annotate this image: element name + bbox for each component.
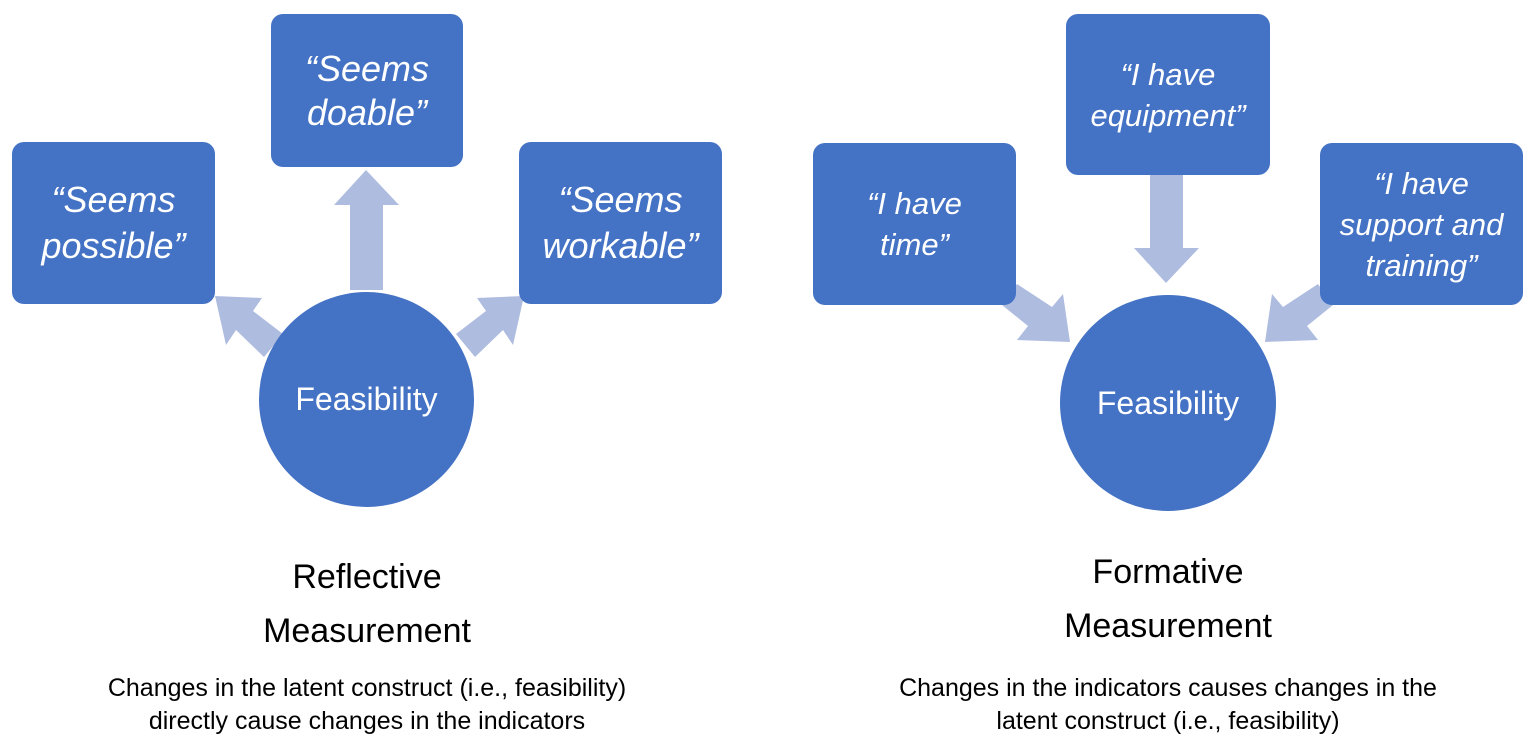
indicator-have-time-label: “I have time” [867,186,962,262]
indicator-seems-workable-label: “Seems workable” [542,179,699,266]
reflective-caption: Changes in the latent construct (i.e., f… [107,674,627,735]
indicator-have-equipment: “I have equipment” [1066,14,1270,175]
reflective-title: Reflective Measurement [263,558,471,650]
indicator-seems-doable-label: “Seems doable” [304,47,430,133]
indicator-seems-possible-label: “Seems possible” [41,179,186,266]
latent-construct-reflective: Feasibility [259,292,474,507]
formative-caption: Changes in the indicators causes changes… [899,674,1437,735]
indicator-seems-workable: “Seems workable” [519,142,722,304]
arrow-time-to-feasibility [1002,284,1070,342]
indicator-have-equipment-label: “I have equipment” [1090,56,1246,133]
arrow-equipment-to-feasibility [1134,175,1199,283]
indicator-have-support: “I have support and training” [1320,143,1523,305]
formative-title: Formative Measurement [1064,553,1272,645]
arrow-feasibility-to-possible [215,296,283,357]
indicator-have-time: “I have time” [813,143,1016,305]
arrow-feasibility-to-doable [334,170,399,290]
indicator-seems-doable: “Seems doable” [271,14,463,167]
arrow-support-to-feasibility [1265,284,1333,342]
arrow-feasibility-to-workable [456,296,524,357]
latent-construct-formative: Feasibility [1060,295,1276,511]
latent-construct-reflective-label: Feasibility [295,381,438,417]
indicator-have-support-label: “I have support and training” [1339,165,1504,283]
latent-construct-formative-label: Feasibility [1096,384,1240,421]
indicator-seems-possible: “Seems possible” [12,142,215,304]
